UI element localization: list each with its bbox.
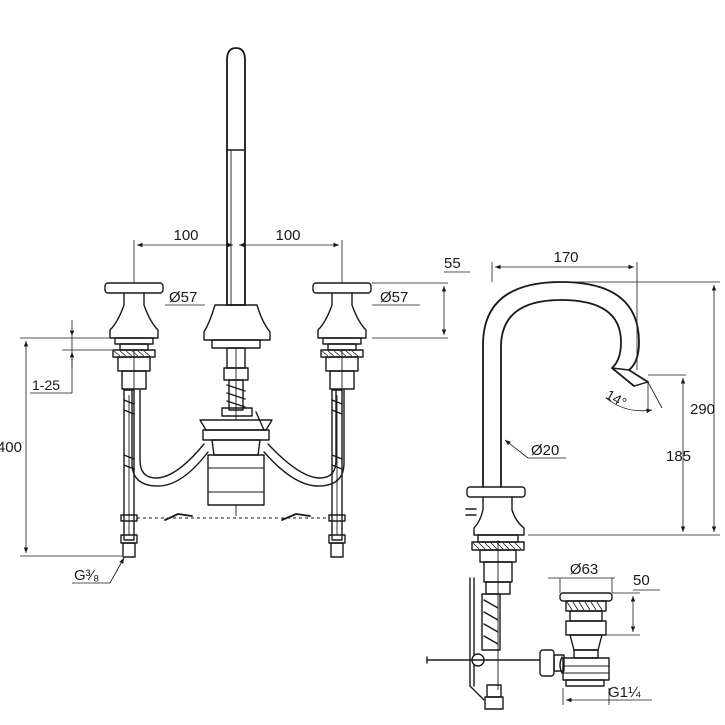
right-handle — [312, 282, 372, 390]
dim-drain-thread: G1¼ — [608, 684, 641, 701]
dim-supply-length: 400 — [0, 439, 22, 456]
left-supply-pipe — [120, 389, 138, 558]
side-valve — [426, 577, 541, 710]
dim-spout-height: 290 — [690, 401, 715, 418]
dim-spout-reach: 170 — [553, 249, 578, 266]
dim-right-diameter: Ø57 — [380, 289, 408, 306]
center-body — [203, 304, 271, 420]
dim-center-diameter: Ø57 — [169, 289, 197, 306]
linkage-rod — [137, 505, 329, 521]
dim-left-spacing: 100 — [173, 227, 198, 244]
dim-supply-thread: G³⁄₈ — [74, 567, 99, 584]
dim-drain-diameter: Ø63 — [570, 561, 598, 578]
spout-tube — [226, 47, 246, 306]
dim-outlet-height: 185 — [666, 448, 691, 465]
dim-right-spacing: 100 — [275, 227, 300, 244]
mixing-valve — [199, 407, 273, 506]
dim-deck-thickness: 1-25 — [32, 377, 60, 393]
dim-drain-height: 50 — [633, 572, 650, 589]
side-dimensions: 170 290 185 Ø20 14° Ø63 50 — [491, 249, 720, 705]
dim-handle-height: 55 — [444, 255, 461, 272]
gooseneck-spout — [482, 281, 649, 488]
front-dimensions: 100 100 Ø57 Ø57 55 1-25 400 G³⁄₈ — [0, 227, 470, 584]
dim-spout-diameter: Ø20 — [531, 442, 559, 459]
side-view: 170 290 185 Ø20 14° Ø63 50 — [426, 249, 720, 710]
left-handle — [104, 282, 164, 390]
right-supply-pipe — [328, 389, 346, 558]
drain-assembly — [539, 592, 613, 687]
front-view: 100 100 Ø57 Ø57 55 1-25 400 G³⁄₈ — [0, 47, 470, 584]
dim-outlet-angle: 14° — [603, 386, 629, 410]
